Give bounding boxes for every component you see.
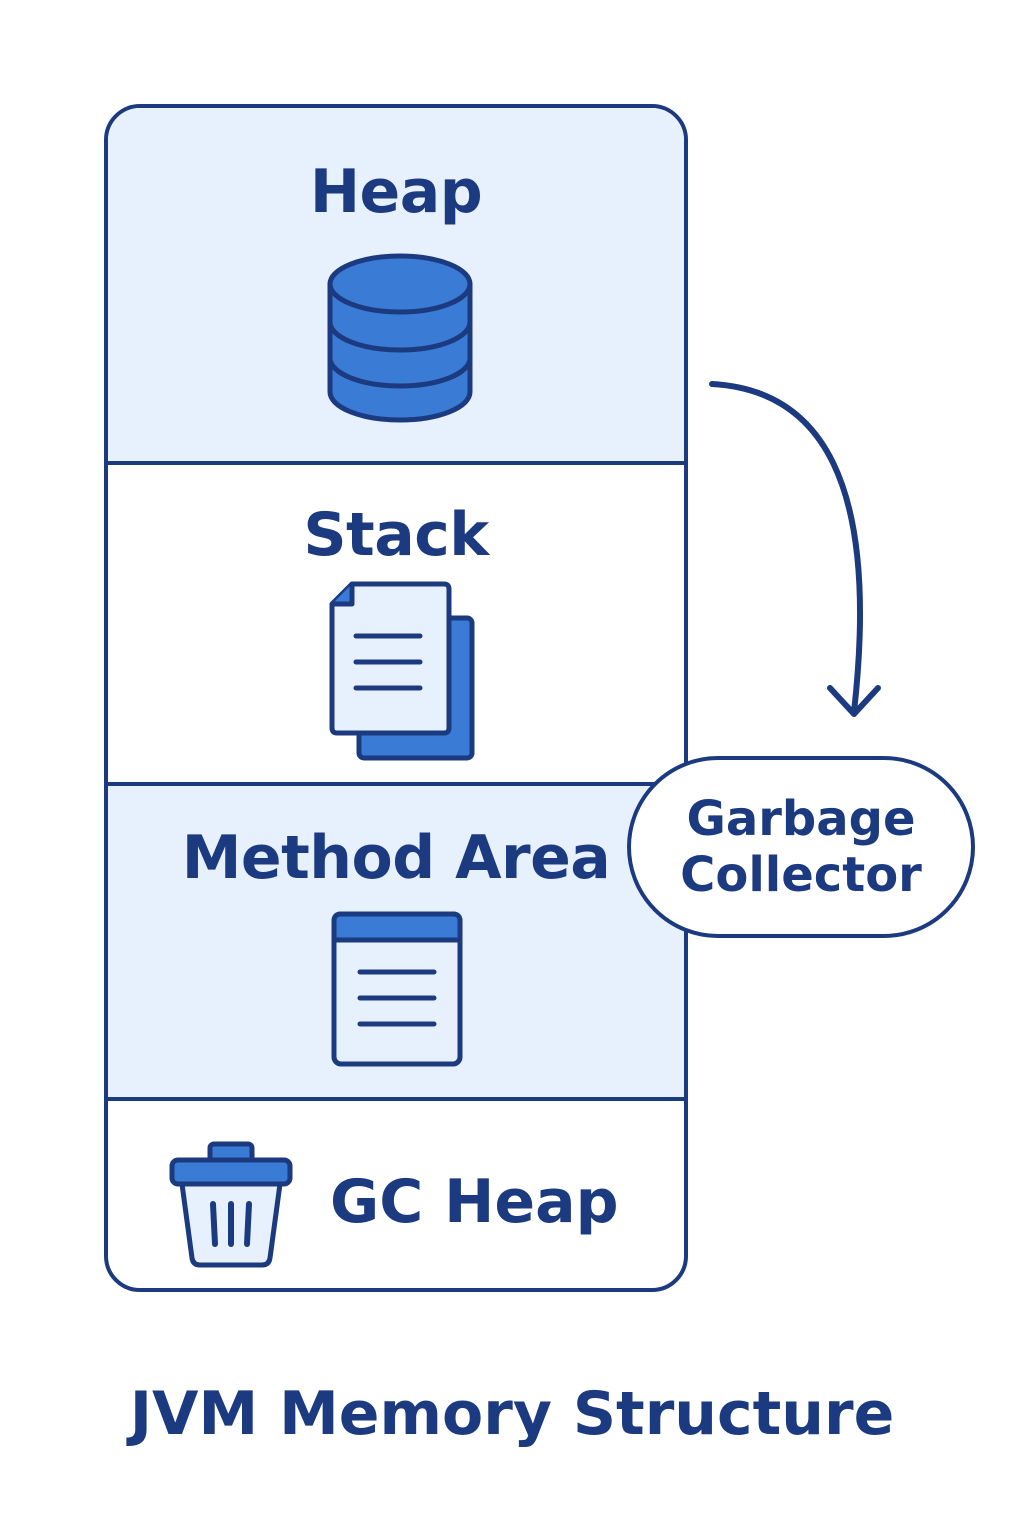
heap-section: Heap	[108, 108, 684, 462]
database-icon	[327, 253, 473, 423]
method-area-section: Method Area	[108, 786, 684, 1097]
divider	[108, 1097, 684, 1101]
stack-section: Stack	[108, 465, 684, 783]
method-area-label: Method Area	[181, 823, 611, 893]
stack-label: Stack	[303, 500, 489, 570]
diagram-caption: JVM Memory Structure	[129, 1379, 895, 1449]
memory-structure-box: Heap Stack Met	[104, 104, 688, 1292]
trash-can-icon	[169, 1141, 293, 1268]
garbage-collector-line2: Collector	[680, 847, 922, 903]
divider	[108, 782, 684, 786]
gc-heap-label: GC Heap	[330, 1167, 619, 1237]
garbage-collector-line1: Garbage	[686, 791, 916, 847]
window-document-icon	[331, 911, 463, 1067]
divider	[108, 461, 684, 465]
documents-icon	[329, 581, 475, 761]
heap-label: Heap	[309, 157, 483, 227]
garbage-collector-node: Garbage Collector	[627, 756, 975, 938]
